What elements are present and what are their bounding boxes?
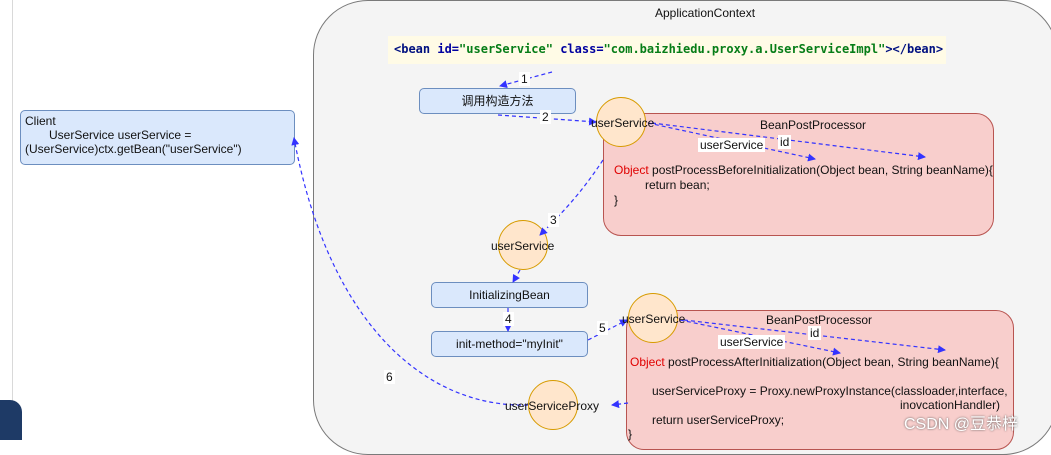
bean-id-value: "userService"	[459, 42, 553, 56]
client-getbean-call: (UserService)ctx.getBean("userService")	[25, 142, 242, 156]
step-number-1: 1	[519, 72, 530, 86]
bpp-after-user-service-label: userService	[718, 335, 786, 349]
bean-class-value: "com.baizhiedu.proxy.a.UserServiceImpl"	[603, 42, 886, 56]
bean-class-attr: class=	[552, 42, 604, 56]
bpp-before-user-service-label: userService	[698, 138, 766, 152]
bean-post-processor-before	[603, 113, 994, 236]
user-service-proxy-label: userServiceProxy	[505, 399, 600, 413]
arrow-to-proxy	[611, 400, 629, 409]
arrow-1	[499, 71, 553, 89]
arrow-before-id	[651, 122, 926, 161]
step-number-6: 6	[384, 370, 395, 384]
bpp-after-header: BeanPostProcessor	[766, 313, 873, 327]
user-service-node-3-label: userService	[622, 312, 686, 326]
bean-close-tag: ></bean>	[885, 42, 944, 56]
bpp-after-proxy-line: userServiceProxy = Proxy.newProxyInstanc…	[652, 384, 1008, 398]
bpp-after-id-label: id	[808, 326, 822, 340]
step-number-4: 4	[503, 312, 514, 326]
arrow-after-user-service	[679, 319, 841, 356]
bpp-after-signature: Object postProcessAfterInitialization(Ob…	[630, 355, 999, 369]
flow-arrows	[291, 71, 946, 409]
step-number-5: 5	[597, 321, 608, 335]
bpp-before-id-label: id	[778, 135, 792, 149]
user-service-proxy-node	[528, 380, 578, 430]
user-service-node-1	[596, 97, 646, 147]
bean-id-attr: id=	[437, 42, 460, 56]
bpp-after-method: postProcessAfterInitialization(Object be…	[664, 355, 999, 369]
arrow-after-id	[683, 319, 946, 354]
left-divider	[12, 0, 13, 440]
client-box: Client UserService userService = (UserSe…	[20, 110, 295, 165]
constructor-step: 调用构造方法	[419, 88, 576, 114]
step-number-2: 2	[540, 110, 551, 124]
arrow-6	[291, 137, 529, 406]
bpp-before-close-brace: }	[614, 193, 619, 207]
bean-definition: <bean id="userService" class="com.baizhi…	[388, 36, 946, 64]
csdn-watermark: CSDN @豆恭梓	[904, 416, 1019, 433]
bpp-before-object-keyword: Object	[614, 163, 649, 177]
bpp-after-close-brace: }	[628, 427, 633, 441]
step-number-3: 3	[548, 213, 559, 227]
init-method-step: init-method="myInit"	[431, 331, 588, 357]
bpp-after-handler-line: inovcationHandler)	[900, 398, 1001, 412]
application-context-title: ApplicationContext	[654, 6, 756, 20]
client-declaration: UserService userService =	[49, 128, 192, 142]
bpp-after-object-keyword: Object	[630, 355, 665, 369]
bpp-after-return: return userServiceProxy;	[652, 413, 785, 427]
client-title: Client	[25, 114, 56, 128]
user-service-node-1-label: userService	[591, 116, 655, 130]
user-service-node-3	[628, 293, 678, 343]
bpp-before-header: BeanPostProcessor	[760, 118, 867, 132]
bpp-before-return: return bean;	[645, 178, 710, 192]
bpp-before-signature: Object postProcessBeforeInitialization(O…	[614, 163, 993, 177]
bean-open-tag: <bean	[394, 42, 438, 56]
corner-logo	[0, 400, 22, 440]
bpp-before-method: postProcessBeforeInitialization(Object b…	[648, 163, 993, 177]
arrow-to-initializing-bean	[512, 269, 521, 283]
user-service-node-2-label: userService	[491, 239, 555, 253]
initializing-bean-step: InitializingBean	[431, 282, 588, 308]
